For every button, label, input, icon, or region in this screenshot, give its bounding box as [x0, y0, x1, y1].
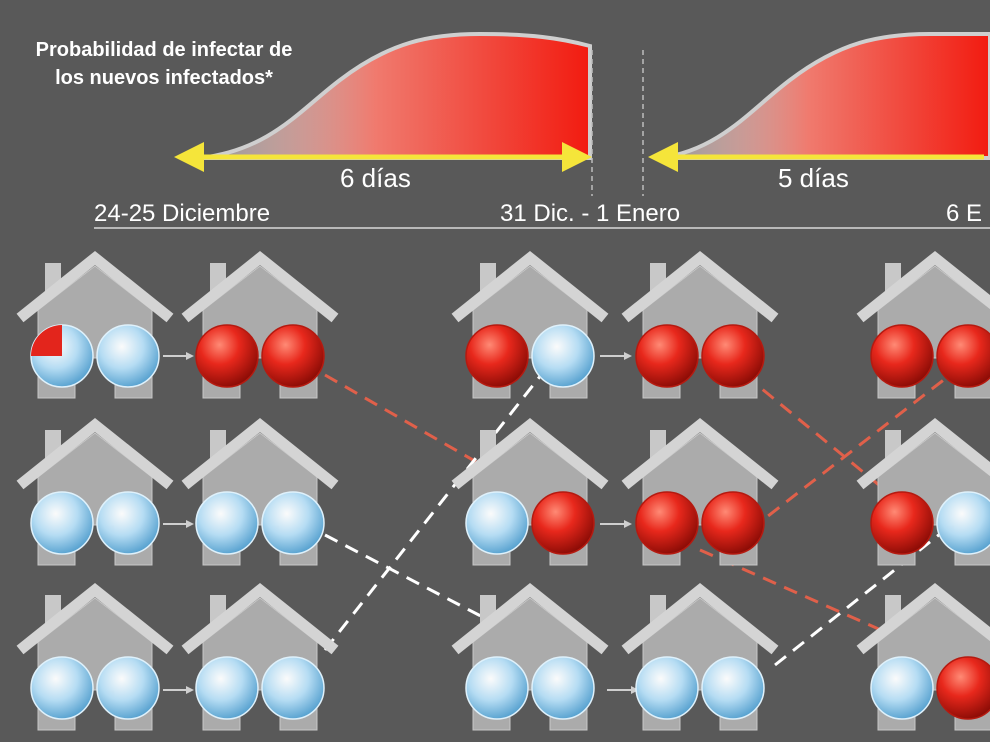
infected-person	[870, 324, 934, 388]
house-roof	[856, 250, 990, 323]
healthy-person	[531, 656, 595, 720]
date-label-2: 31 Dic. - 1 Enero	[500, 200, 681, 227]
date-label-1: 24-25 Diciembre	[94, 200, 271, 227]
healthy-person	[635, 656, 699, 720]
healthy-person	[30, 656, 94, 720]
healthy-person	[701, 656, 765, 720]
infected-person	[870, 491, 934, 555]
probability-label-line2: los nuevos infectados*	[55, 67, 273, 89]
infection-link	[749, 373, 951, 532]
house	[451, 582, 609, 731]
healthy-person	[195, 656, 259, 720]
infected-person	[635, 491, 699, 555]
infected-person	[465, 324, 529, 388]
probability-label-line1: Probabilidad de infectar de	[35, 39, 293, 61]
house	[621, 250, 779, 399]
infection-link	[744, 373, 886, 492]
transition-arrows	[163, 352, 639, 694]
healthy-person	[936, 491, 990, 555]
contact-link	[323, 369, 547, 651]
house-roof	[856, 417, 990, 490]
healthy-person	[531, 324, 595, 388]
healthy-person	[261, 491, 325, 555]
infected-person	[635, 324, 699, 388]
healthy-person	[96, 656, 160, 720]
infected-person	[195, 324, 259, 388]
house	[16, 582, 174, 731]
probability-curve-2	[659, 32, 990, 160]
healthy-person	[195, 491, 259, 555]
house-roof	[16, 582, 174, 655]
house	[181, 250, 339, 399]
house	[856, 417, 990, 566]
house	[16, 250, 174, 399]
infected-person	[701, 324, 765, 388]
house	[181, 417, 339, 566]
period-label-1: 6 días	[340, 163, 411, 193]
house	[451, 417, 609, 566]
house-roof	[181, 417, 339, 490]
house-roof	[181, 250, 339, 323]
house-roof	[621, 417, 779, 490]
healthy-person	[261, 656, 325, 720]
house	[621, 582, 779, 731]
infected-person	[531, 491, 595, 555]
house-roof	[16, 417, 174, 490]
partial-infection-indicator	[31, 325, 62, 356]
house	[181, 582, 339, 731]
probability-label: Probabilidad de infectar de los nuevos i…	[0, 36, 328, 92]
house-roof	[856, 582, 990, 655]
house	[856, 250, 990, 399]
house-roof	[621, 582, 779, 655]
house	[856, 582, 990, 731]
date-label-3: 6 E	[946, 200, 983, 227]
healthy-person	[870, 656, 934, 720]
house-roof	[451, 250, 609, 323]
healthy-person	[465, 491, 529, 555]
house	[451, 250, 609, 399]
house-roof	[621, 250, 779, 323]
contact-link	[774, 528, 946, 667]
healthy-person	[96, 324, 160, 388]
house-roof	[451, 417, 609, 490]
infected-person	[261, 324, 325, 388]
infected-person	[936, 324, 990, 388]
house-roof	[181, 582, 339, 655]
period-label-2: 5 días	[778, 163, 849, 193]
house	[16, 417, 174, 566]
house-roof	[451, 582, 609, 655]
infected-person	[701, 491, 765, 555]
house-roof	[16, 250, 174, 323]
houses	[16, 250, 990, 731]
healthy-person	[96, 491, 160, 555]
healthy-person	[465, 656, 529, 720]
probability-curve-1	[199, 31, 592, 160]
infected-person	[936, 656, 990, 720]
house	[621, 417, 779, 566]
healthy-person	[30, 491, 94, 555]
